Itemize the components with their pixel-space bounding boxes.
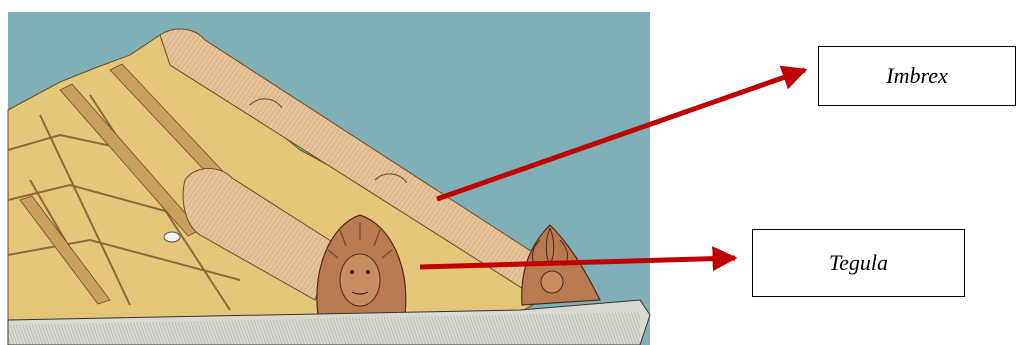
tegula-label-box: Tegula <box>752 229 965 297</box>
imbrex-label-box: Imbrex <box>818 46 1016 106</box>
nail-hole <box>164 232 180 242</box>
tegula-label: Tegula <box>829 250 888 276</box>
imbrex-label: Imbrex <box>886 63 948 89</box>
